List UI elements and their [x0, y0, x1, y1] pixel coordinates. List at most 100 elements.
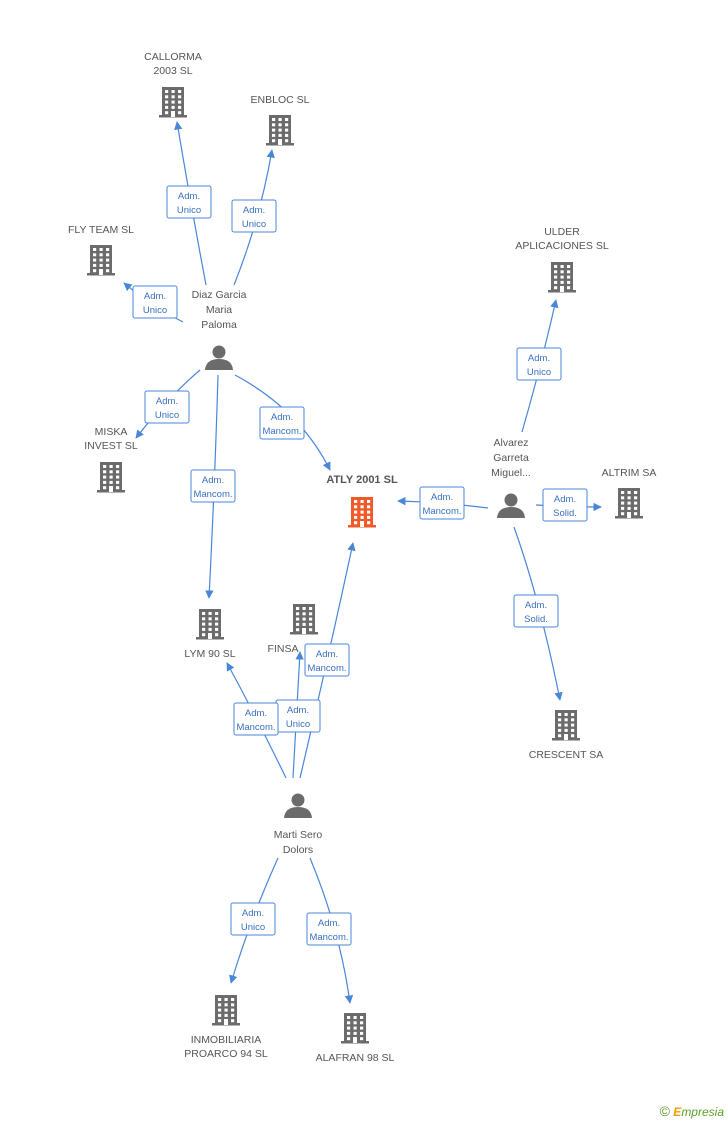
company-enbloc[interactable]: ENBLOC SL	[251, 94, 310, 146]
relation-box	[230, 902, 276, 936]
relation-box	[144, 390, 190, 424]
building-icon	[97, 462, 125, 493]
person-label-line: Miguel...	[491, 467, 531, 479]
copyright-symbol: ©	[659, 1103, 670, 1119]
building-icon	[341, 1013, 369, 1044]
building-icon	[348, 497, 376, 528]
relation-alvarez-atly[interactable]: Adm. Mancom.	[419, 486, 465, 520]
company-label-line: ATLY 2001 SL	[326, 474, 398, 486]
relation-box	[419, 486, 465, 520]
relation-label: Adm.	[554, 494, 576, 505]
company-label-line: PROARCO 94 SL	[184, 1048, 268, 1060]
relation-label: Adm.	[431, 492, 453, 503]
relation-label: Mancom.	[262, 426, 301, 437]
relation-label: Unico	[527, 367, 551, 378]
brand-name: mpresia	[681, 1105, 724, 1119]
relation-box	[513, 594, 559, 628]
relation-alvarez-crescent[interactable]: Adm. Solid.	[513, 594, 559, 628]
company-label-line: LYM 90 SL	[184, 648, 235, 660]
relation-diaz-atly[interactable]: Adm. Mancom.	[259, 406, 305, 440]
relation-marti-finsa[interactable]: Adm.Unico	[275, 699, 321, 733]
building-icon	[552, 710, 580, 741]
relation-label: Mancom.	[307, 663, 346, 674]
company-label-line: ULDER	[544, 226, 580, 238]
relation-diaz-miska[interactable]: Adm. Unico	[144, 390, 190, 424]
company-atly[interactable]: ATLY 2001 SL	[326, 474, 398, 528]
company-label-line: INVEST SL	[84, 440, 138, 452]
relation-box	[166, 185, 212, 219]
relation-label: Solid.	[553, 508, 577, 519]
company-flyteam[interactable]: FLY TEAM SL	[68, 224, 134, 276]
person-label-line: Alvarez	[493, 437, 528, 449]
relation-label: Unico	[143, 305, 167, 316]
building-icon	[615, 488, 643, 519]
relation-label: Adm.	[156, 396, 178, 407]
company-label-line: 2003 SL	[153, 65, 192, 77]
relation-diaz-flyteam[interactable]: Adm. Unico	[132, 285, 178, 319]
relation-diaz-enbloc[interactable]: Adm. Unico	[231, 199, 277, 233]
relation-label: Adm.	[242, 908, 264, 919]
relation-box	[306, 912, 352, 946]
relation-label: Adm.	[144, 291, 166, 302]
relation-box	[259, 406, 305, 440]
relation-label: Adm.	[202, 475, 224, 486]
relation-marti-inmobiliaria[interactable]: Adm.Unico	[230, 902, 276, 936]
relation-marti-lym[interactable]: Adm.Mancom.	[233, 702, 279, 736]
relation-label: Unico	[177, 205, 201, 216]
company-altrim[interactable]: ALTRIM SA	[602, 467, 657, 519]
company-label-line: FINSA	[268, 643, 299, 655]
company-crescent[interactable]: CRESCENT SA	[529, 710, 604, 761]
company-finsa[interactable]: FINSA	[268, 604, 318, 655]
person-label-line: Dolors	[283, 844, 313, 856]
person-icon	[284, 793, 312, 818]
relation-alvarez-altrim[interactable]: Adm. Solid.	[542, 488, 588, 522]
relation-label: Unico	[242, 219, 266, 230]
relation-label: Mancom.	[236, 722, 275, 733]
company-label-line: ALTRIM SA	[602, 467, 657, 479]
building-icon	[548, 262, 576, 293]
relation-label: Adm.	[243, 205, 265, 216]
person-label-line: Marti Sero	[274, 829, 323, 841]
person-label-line: Garreta	[493, 452, 529, 464]
company-lym[interactable]: LYM 90 SL	[184, 609, 236, 660]
relation-diaz-lym[interactable]: Adm.Mancom.	[190, 469, 236, 503]
company-label-line: MISKA	[95, 426, 128, 438]
company-label-line: ALAFRAN 98 SL	[316, 1052, 395, 1064]
person-alvarez[interactable]: AlvarezGarretaMiguel...	[491, 437, 531, 518]
relation-box	[132, 285, 178, 319]
company-label-line: CRESCENT SA	[529, 749, 604, 761]
person-label-line: Maria	[206, 304, 232, 316]
relation-box	[304, 643, 350, 677]
relation-alvarez-ulder[interactable]: Adm.Unico	[516, 347, 562, 381]
relation-label: Solid.	[524, 614, 548, 625]
building-icon	[159, 87, 187, 118]
relation-label: Adm.	[525, 600, 547, 611]
relation-marti-atly[interactable]: Adm. Mancom.	[304, 643, 350, 677]
company-inmobiliaria[interactable]: INMOBILIARIA PROARCO 94 SL	[184, 995, 268, 1060]
relation-label: Unico	[155, 410, 179, 421]
relation-box	[233, 702, 279, 736]
person-icon	[205, 345, 233, 370]
company-label-line: INMOBILIARIA	[191, 1034, 262, 1046]
company-label-line: ENBLOC SL	[251, 94, 310, 106]
relation-box	[190, 469, 236, 503]
company-miska[interactable]: MISKA INVEST SL	[84, 426, 138, 493]
relation-label: Adm.	[271, 412, 293, 423]
relation-label: Adm.	[318, 918, 340, 929]
company-alafran[interactable]: ALAFRAN 98 SL	[316, 1013, 395, 1064]
relation-marti-alafran[interactable]: Adm.Mancom.	[306, 912, 352, 946]
relation-label: Mancom.	[422, 506, 461, 517]
brand-initial: E	[673, 1105, 682, 1119]
relation-diaz-callorma[interactable]: Adm.Unico	[166, 185, 212, 219]
relation-label: Adm.	[316, 649, 338, 660]
building-icon	[196, 609, 224, 640]
building-icon	[212, 995, 240, 1026]
relation-box	[542, 488, 588, 522]
person-label-line: Paloma	[201, 319, 237, 331]
relation-label: Adm.	[287, 705, 309, 716]
